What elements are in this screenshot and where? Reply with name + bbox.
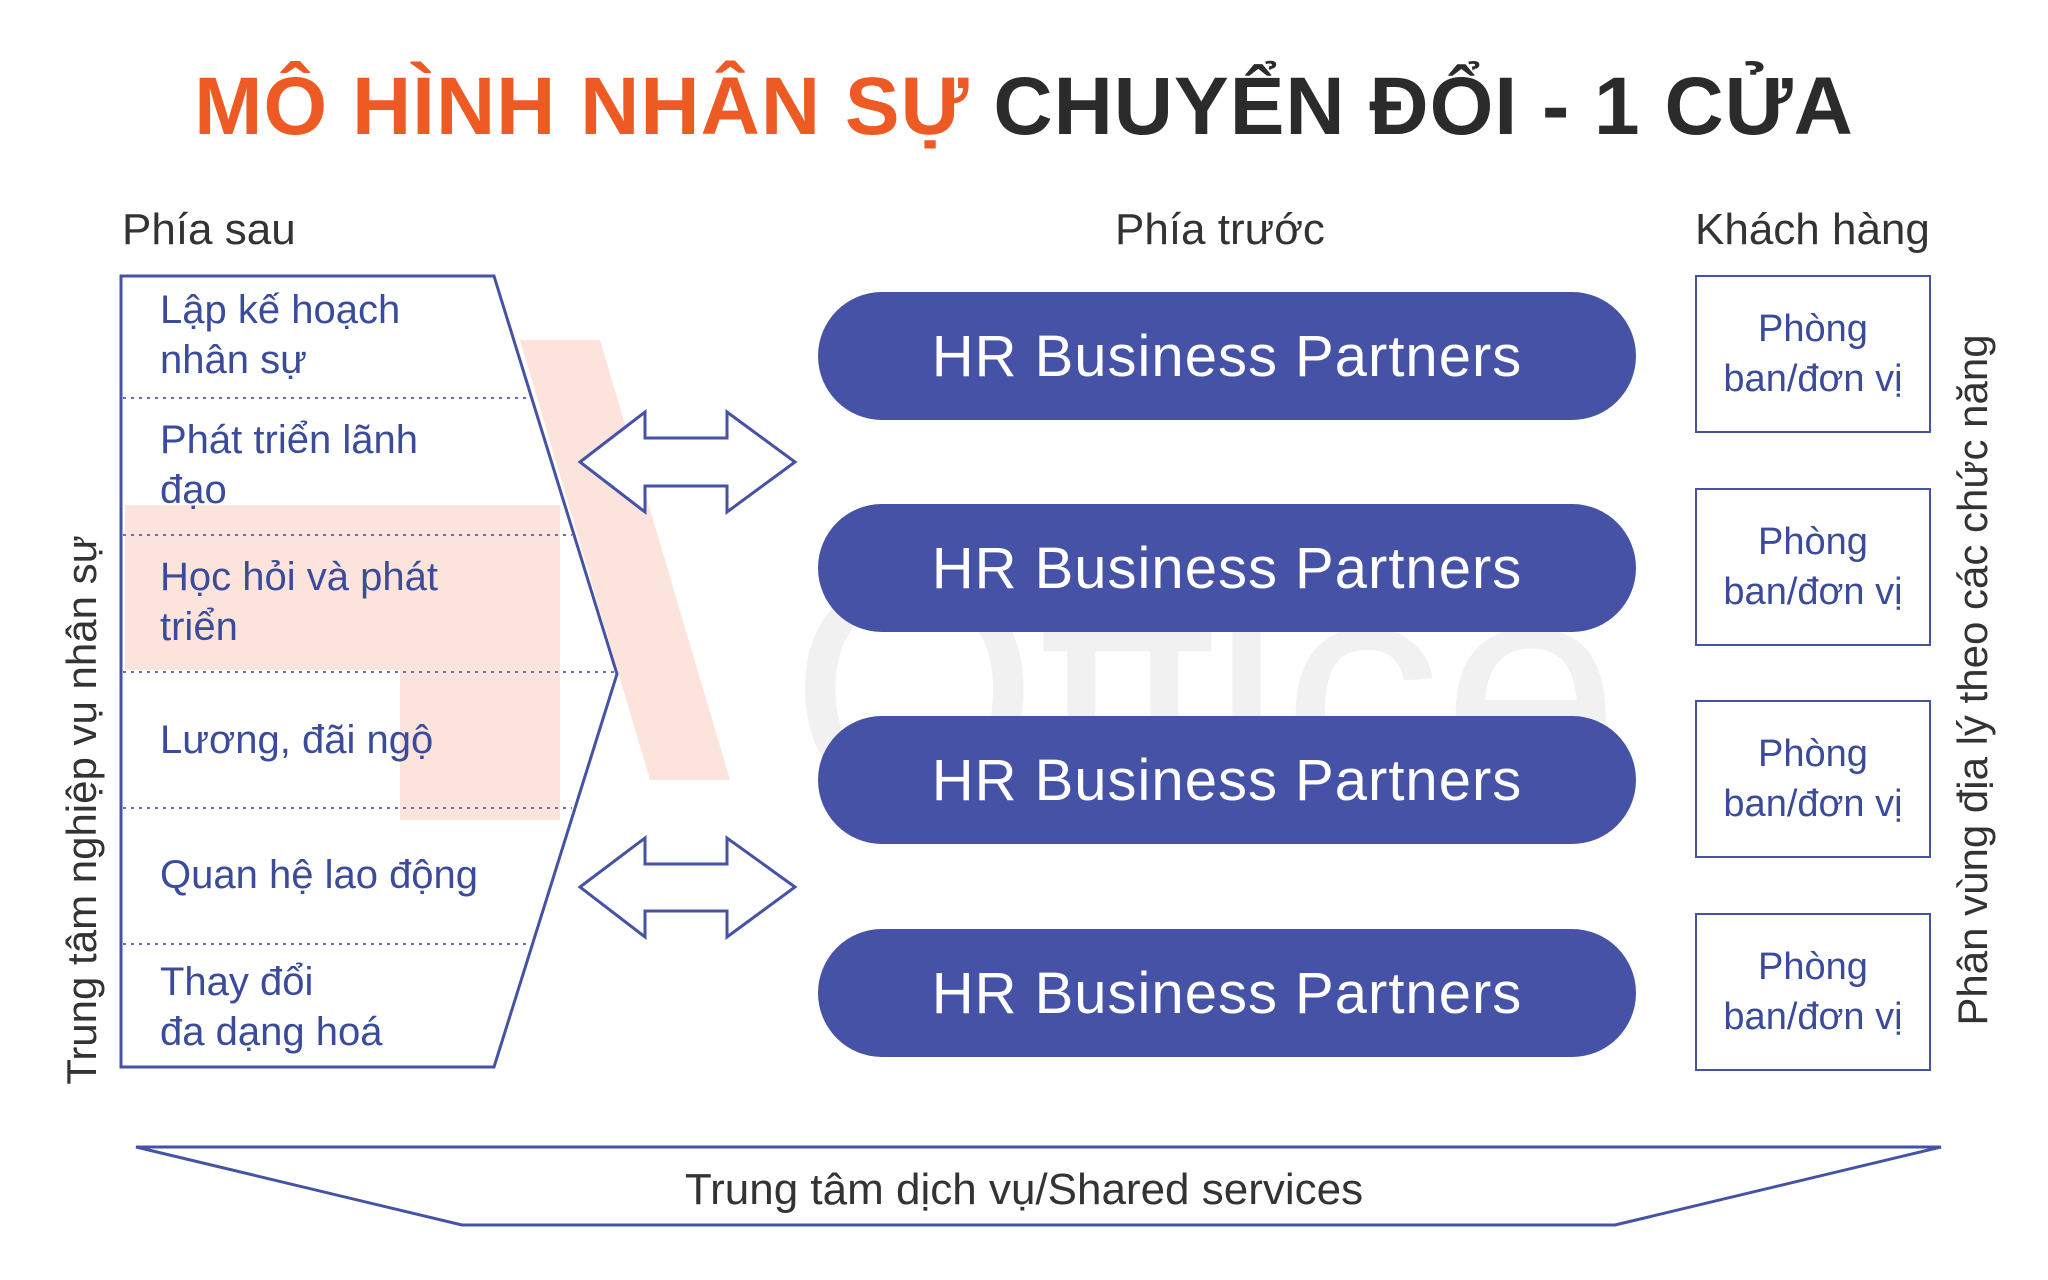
back-item-compensation: Lương, đãi ngộ — [160, 718, 434, 762]
title-part-dark: CHUYỂN ĐỔI - 1 CỬA — [993, 61, 1854, 152]
hr-business-partner-pill: HR Business Partners — [818, 716, 1636, 844]
hr-business-partner-pill: HR Business Partners — [818, 292, 1636, 420]
shared-services-label: Trung tâm dịch vụ/Shared services — [684, 1165, 1364, 1214]
column-header-front: Phía trước — [1115, 205, 1325, 254]
column-header-back: Phía sau — [122, 205, 296, 254]
shared-services-shape — [135, 1145, 1942, 1227]
back-office-panel — [119, 274, 619, 1069]
back-office-vertical-label: Trung tâm nghiệp vụ nhân sự — [58, 535, 105, 1085]
double-arrow-icon — [577, 408, 798, 516]
client-vertical-label: Phân vùng địa lý theo các chức năng — [1949, 334, 1996, 1026]
hr-business-partner-pill: HR Business Partners — [818, 929, 1636, 1057]
double-arrow-icon — [577, 834, 798, 941]
column-header-customer: Khách hàng — [1695, 205, 1930, 254]
back-item-labor-relations: Quan hệ lao động — [160, 853, 479, 897]
hr-business-partner-pill: HR Business Partners — [818, 504, 1636, 632]
page-title: MÔ HÌNH NHÂN SỰ CHUYỂN ĐỔI - 1 CỬA — [0, 60, 2048, 154]
title-part-orange: MÔ HÌNH NHÂN SỰ — [194, 61, 970, 152]
